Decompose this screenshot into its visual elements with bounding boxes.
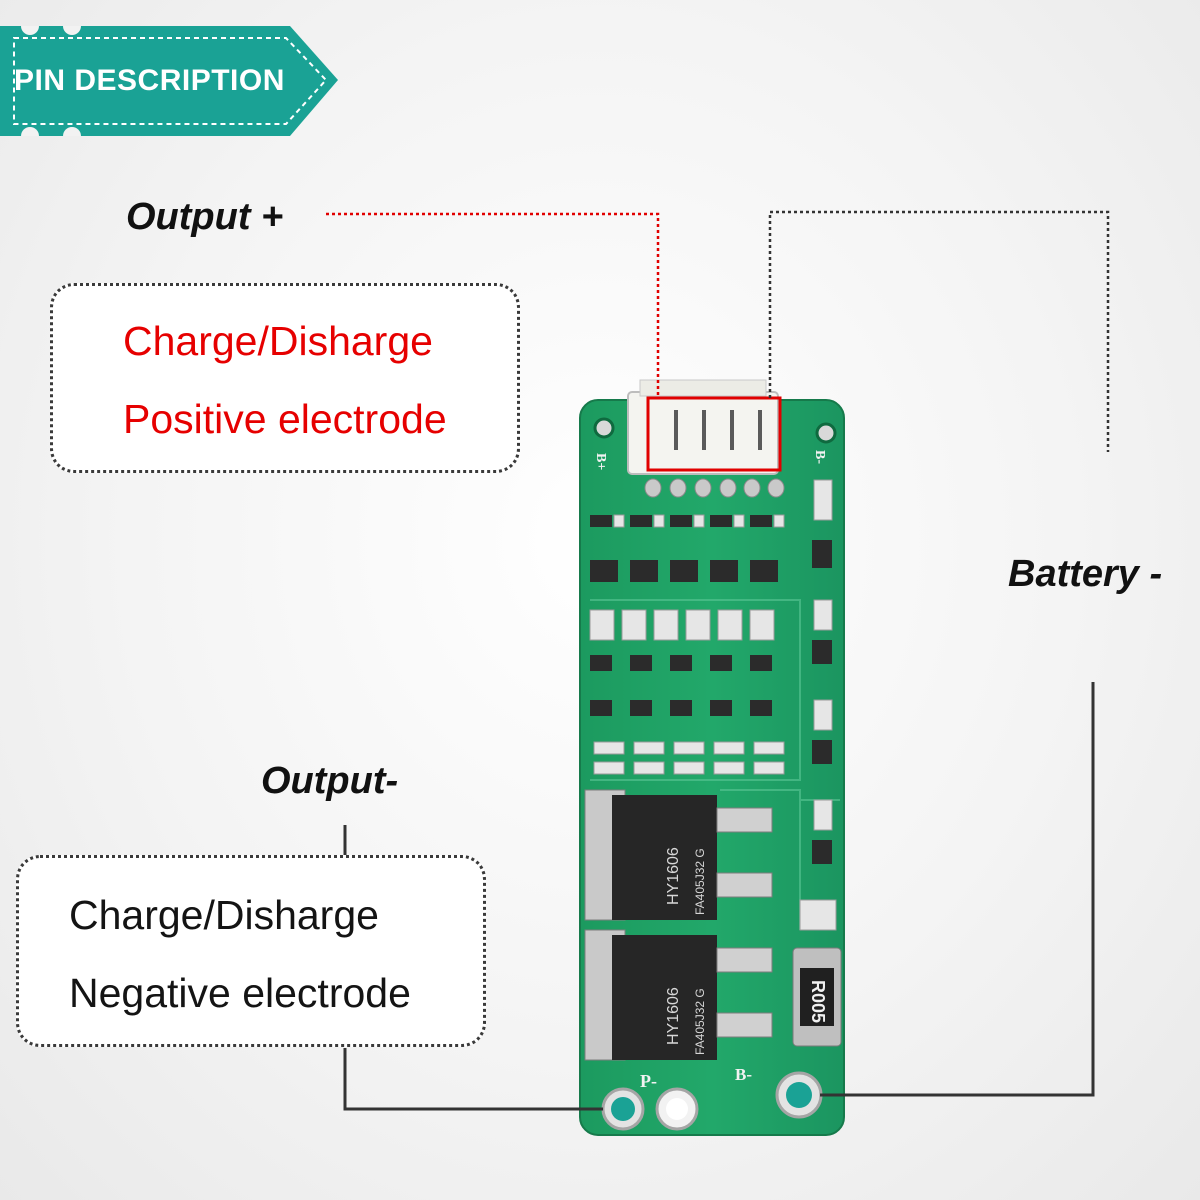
shunt-label: R005 xyxy=(808,980,828,1023)
silk-b-plus: B+ xyxy=(593,453,608,470)
negative-box-line1: Charge/Disharge xyxy=(69,892,379,938)
b-minus-pad-marker xyxy=(786,1082,812,1108)
mount-hole-right xyxy=(815,422,837,444)
mosfet-lower: HY1606 FA405J32 G xyxy=(584,929,773,1061)
connector-highlight xyxy=(646,396,782,472)
negative-box-line2: Negative electrode xyxy=(69,970,411,1016)
mosfet-upper: HY1606 FA405J32 G xyxy=(584,789,773,921)
battery-minus-leader-bottom xyxy=(820,682,1095,1097)
silk-b-minus-bottom: B- xyxy=(735,1065,752,1084)
mosfet-1-line1: HY1606 xyxy=(665,847,682,905)
banner-title: PIN DESCRIPTION xyxy=(14,64,285,97)
battery-minus-leader-top xyxy=(768,210,1110,452)
p-minus-pad-marker xyxy=(611,1097,635,1121)
mosfet-2-line1: HY1606 xyxy=(665,987,682,1045)
output-minus-label: Output- xyxy=(261,760,399,802)
pin-description-banner: PIN DESCRIPTION xyxy=(0,17,340,145)
shunt-resistor: R005 xyxy=(792,947,842,1047)
positive-box-line1: Charge/Disharge xyxy=(123,318,433,364)
output-plus-label: Output + xyxy=(126,196,284,238)
negative-electrode-box: Charge/Disharge Negative electrode xyxy=(16,855,486,1047)
positive-electrode-box: Charge/Disharge Positive electrode xyxy=(50,283,520,473)
mount-hole-left xyxy=(593,417,615,439)
silk-b-minus-top: B- xyxy=(812,450,827,464)
battery-minus-label: Battery - xyxy=(1008,553,1163,595)
smd-components xyxy=(589,479,837,931)
output-minus-leader-bottom xyxy=(343,1048,603,1111)
mosfet-1-line2: FA405J32 G xyxy=(693,848,707,915)
silk-p-minus: P- xyxy=(640,1071,657,1091)
mosfet-2-line2: FA405J32 G xyxy=(693,988,707,1055)
positive-box-line2: Positive electrode xyxy=(123,396,447,442)
banner-ribbon-icon xyxy=(0,17,338,145)
output-plus-leader xyxy=(326,212,660,398)
